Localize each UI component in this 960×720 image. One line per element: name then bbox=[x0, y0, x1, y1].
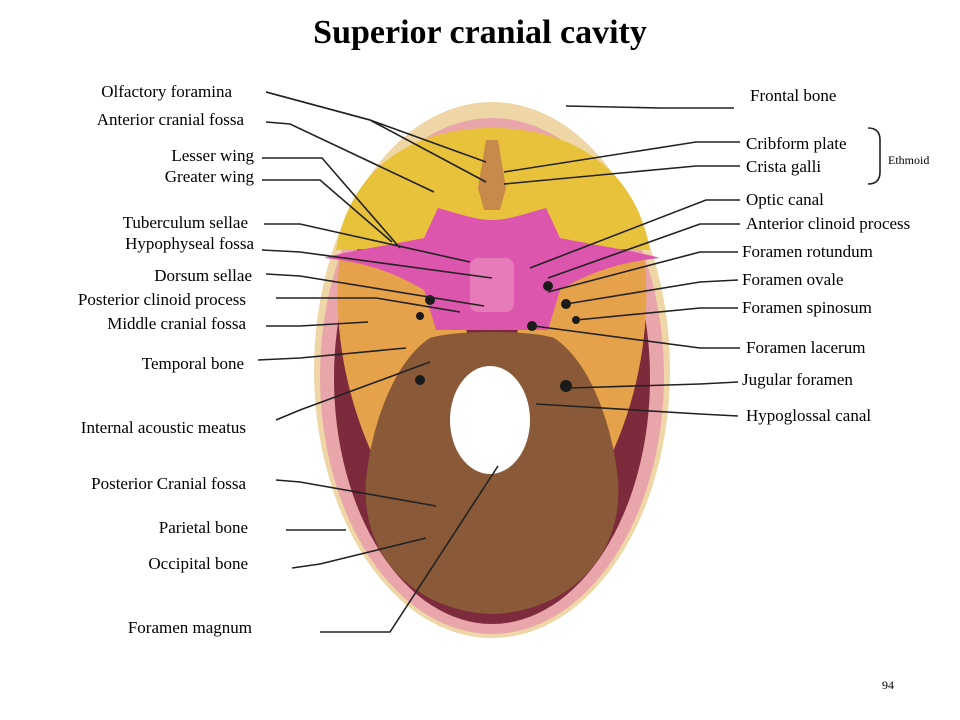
label-lesser-wing: Lesser wing bbox=[171, 146, 254, 165]
label-foramen-magnum: Foramen magnum bbox=[127, 618, 252, 637]
diagram-title: Superior cranial cavity bbox=[313, 14, 647, 51]
leader-line bbox=[265, 273, 485, 307]
leader-lines-left bbox=[257, 91, 499, 633]
leader-line bbox=[275, 361, 431, 421]
label-hypophyseal-fossa: Hypophyseal fossa bbox=[125, 234, 254, 253]
label-internal-acoustic-meatus: Internal acoustic meatus bbox=[80, 418, 246, 437]
ethmoid-bracket bbox=[867, 127, 881, 185]
leader-line bbox=[503, 165, 740, 185]
label-olfactory-foramina: Olfactory foramina bbox=[101, 82, 232, 101]
leader-line bbox=[547, 251, 738, 293]
label-anterior-cranial-fossa: Anterior cranial fossa bbox=[96, 110, 244, 129]
foramen-dot bbox=[560, 380, 572, 392]
foramen-dot bbox=[416, 312, 424, 320]
leader-lines-right bbox=[503, 105, 740, 417]
label-temporal-bone: Temporal bone bbox=[141, 354, 244, 373]
label-parietal-bone: Parietal bone bbox=[158, 518, 248, 537]
leader-line bbox=[257, 347, 407, 361]
label-foramen-rotundum: Foramen rotundum bbox=[742, 242, 873, 261]
label-dorsum-sellae: Dorsum sellae bbox=[154, 266, 252, 285]
label-foramen-lacerum: Foramen lacerum bbox=[746, 338, 866, 357]
label-foramen-spinosum: Foramen spinosum bbox=[742, 298, 872, 317]
label-greater-wing: Greater wing bbox=[164, 167, 254, 186]
label-middle-cranial-fossa: Middle cranial fossa bbox=[107, 314, 246, 333]
leader-line bbox=[547, 223, 740, 279]
leader-line bbox=[535, 403, 739, 417]
page-number: 94 bbox=[882, 678, 894, 692]
leader-line bbox=[575, 307, 738, 321]
label-frontal-bone: Frontal bone bbox=[750, 86, 837, 105]
leader-line bbox=[262, 157, 401, 249]
label-anterior-clinoid: Anterior clinoid process bbox=[746, 214, 911, 233]
leader-line bbox=[261, 249, 493, 279]
leader-line bbox=[265, 91, 487, 183]
leader-line bbox=[565, 279, 739, 305]
leader-line bbox=[565, 105, 734, 109]
leader-line bbox=[291, 537, 427, 569]
leader-line bbox=[262, 179, 393, 243]
label-posterior-clinoid: Posterior clinoid process bbox=[77, 290, 246, 309]
sella-turcica bbox=[470, 258, 514, 312]
leader-line bbox=[265, 121, 435, 193]
leader-line bbox=[569, 381, 739, 389]
leader-line bbox=[320, 465, 499, 633]
label-jugular-foramen: Jugular foramen bbox=[742, 370, 853, 389]
label-occipital-bone: Occipital bone bbox=[148, 554, 248, 573]
foramen-dot bbox=[543, 281, 553, 291]
label-hypoglossal-canal: Hypoglossal canal bbox=[746, 406, 872, 425]
label-posterior-cranial-fossa: Posterior Cranial fossa bbox=[91, 474, 246, 493]
leader-line bbox=[533, 325, 740, 349]
leader-line bbox=[276, 297, 461, 313]
foramen-dot bbox=[527, 321, 537, 331]
leader-line bbox=[275, 479, 437, 507]
label-optic-canal: Optic canal bbox=[746, 190, 824, 209]
leader-line bbox=[529, 199, 740, 269]
leader-line bbox=[503, 141, 740, 173]
foramen-dot bbox=[415, 375, 425, 385]
label-tuberculum-sellae: Tuberculum sellae bbox=[122, 213, 248, 232]
label-ethmoid: Ethmoid bbox=[888, 153, 930, 167]
label-cribform-plate: Cribform plate bbox=[746, 134, 847, 153]
label-foramen-ovale: Foramen ovale bbox=[742, 270, 844, 289]
foramen-magnum-shape bbox=[450, 366, 530, 474]
leader-line bbox=[264, 223, 471, 263]
crista-galli-shape bbox=[478, 140, 506, 210]
label-crista-galli: Crista galli bbox=[746, 157, 822, 176]
leader-line bbox=[266, 321, 369, 327]
